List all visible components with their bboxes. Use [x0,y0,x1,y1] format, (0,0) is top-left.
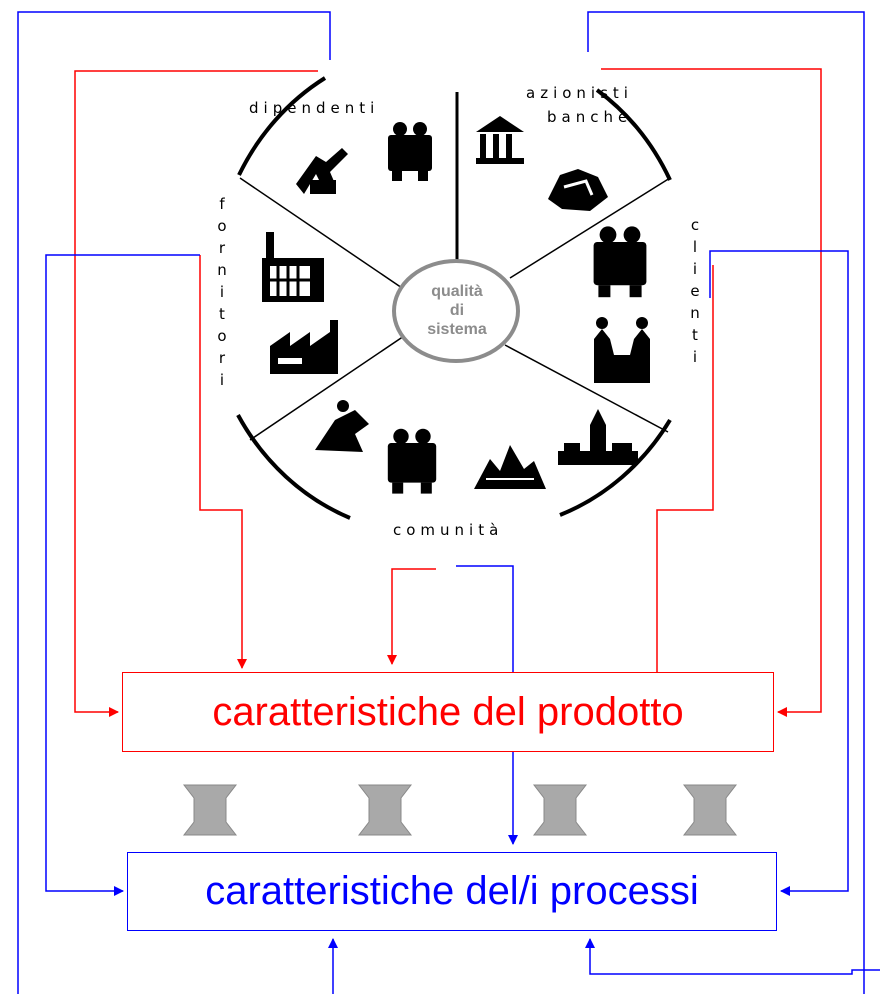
center-label-line: sistema [427,320,487,338]
center-ring [392,259,520,363]
label-azionisti: azionisti [526,84,633,102]
gray-double-arrows [183,784,737,836]
meeting-icon [388,122,432,181]
wheel-arc-bottom-right [559,418,672,517]
handshake-icon [594,317,650,383]
wheel-arcs [236,76,672,520]
center-label: qualità di sistema [392,262,522,358]
money-pile-icon [548,169,608,211]
wheel-arc-bottom-left [236,414,351,520]
product-characteristics-box: caratteristiche del prodotto [122,672,774,752]
wheel-arc-top-right [595,88,672,181]
spoke-upper-left [239,177,406,291]
hiker-icon [296,148,348,194]
red-arrow-dipendenti [74,70,318,717]
red-arrow-comunita [387,568,436,665]
process-characteristics-box: caratteristiche del/i processi [127,852,777,931]
letter: n [217,261,227,279]
wheel-arc-top-left [237,76,327,176]
letter: t [692,326,698,344]
letter: i [219,283,225,301]
letter: f [219,195,225,213]
letter: i [692,260,698,278]
shop-customers-icon [593,226,647,298]
gray-double-arrow [533,784,587,836]
blue-line-comunita [456,565,514,672]
letter: i [692,348,698,366]
desk-worker-icon [387,428,437,494]
blue-line-right-outer [587,11,865,994]
letter: o [217,217,227,235]
gray-double-arrow [683,784,737,836]
label-fornitori: f o r n i t o r i [212,193,232,391]
label-comunita: comunità [393,521,504,539]
letter: r [218,349,226,367]
letter: r [218,239,226,257]
letter: o [217,327,227,345]
red-arrow-fornitori [199,255,247,669]
blue-arrow-fornitori [45,254,200,896]
letter: t [219,305,225,323]
letter: n [690,304,700,322]
village-icon [558,409,638,465]
blue-arrow-bottom-right [585,938,880,975]
label-clienti: c l i e n t i [685,214,705,368]
label-dipendenti: dipendenti [249,99,380,117]
letter: i [219,371,225,389]
letter: e [690,282,700,300]
center-label-line: di [449,301,465,319]
spoke-upper-right [509,177,671,279]
nature-icon [474,445,546,489]
wheel-spokes [239,92,671,441]
center-label-line: qualità [431,282,483,300]
worker-icon [315,400,369,452]
gray-double-arrow [358,784,412,836]
spoke-lower-left [249,331,411,441]
factory-icon [270,320,338,374]
letter: c [690,216,700,234]
red-line-clienti [656,265,714,672]
factory-icon [262,232,324,302]
gray-double-arrow [183,784,237,836]
label-banche: banche [547,108,633,126]
red-arrow-azionisti [601,68,822,717]
blue-line-left-outer [17,11,331,994]
bank-building-icon [476,116,524,164]
letter: l [692,238,698,256]
spoke-lower-right [504,344,669,433]
red-connectors [74,68,822,717]
blue-connectors [17,11,880,994]
blue-arrow-clienti [709,250,849,896]
